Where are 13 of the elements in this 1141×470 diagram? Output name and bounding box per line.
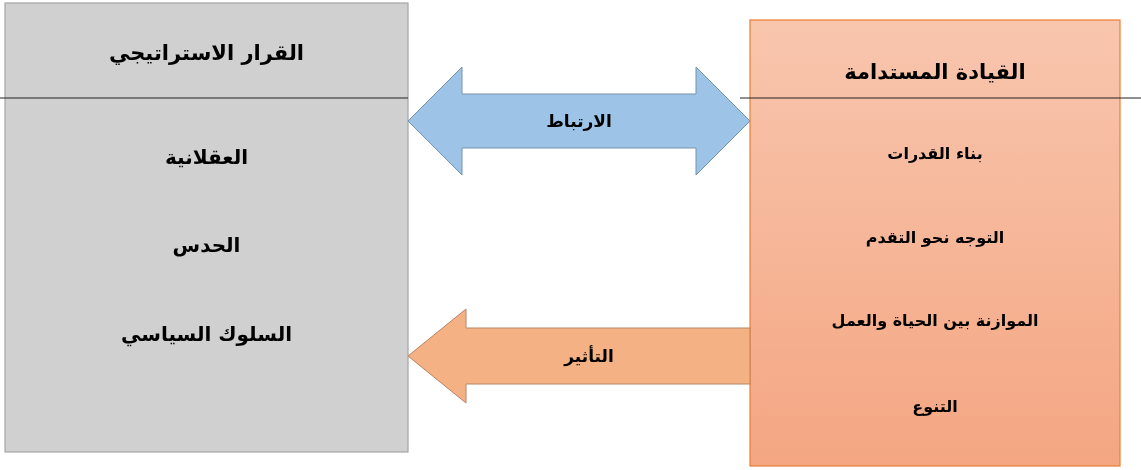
panel-heading: القرار الاستراتيجي — [108, 41, 305, 65]
panel-heading: القيادة المستدامة — [843, 60, 1027, 84]
list-item: العقلانية — [163, 145, 249, 169]
edge-label: التأثير — [564, 346, 614, 366]
double-block-arrow — [407, 66, 751, 176]
list-item: التوجه نحو التقدم — [864, 228, 1006, 247]
edge-label: الارتباط — [546, 111, 612, 131]
block-arrow — [407, 308, 751, 404]
list-item: بناء القدرات — [886, 144, 984, 163]
list-item: التنوع — [911, 397, 959, 416]
list-item: الموازنة بين الحياة والعمل — [830, 311, 1040, 330]
list-item: الحدس — [171, 233, 242, 257]
list-item: السلوك السياسي — [120, 322, 293, 346]
